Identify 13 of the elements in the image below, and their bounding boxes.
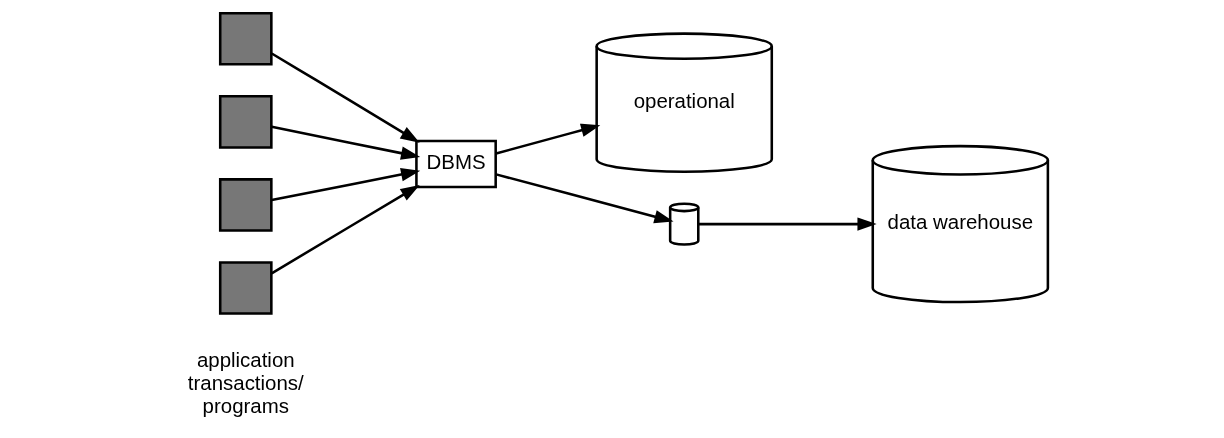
arrow bbox=[271, 184, 420, 275]
arrow bbox=[271, 125, 421, 160]
arrow bbox=[698, 217, 877, 231]
arrow bbox=[271, 52, 420, 143]
node-box bbox=[218, 178, 273, 232]
node-box bbox=[218, 95, 273, 149]
arrow bbox=[495, 123, 601, 155]
arrow bbox=[271, 167, 421, 202]
node-box bbox=[218, 11, 273, 66]
node-box bbox=[218, 261, 273, 315]
label: application transactions/ programs bbox=[187, 348, 304, 418]
node-box: DBMS bbox=[415, 139, 497, 189]
arrow bbox=[495, 173, 674, 224]
